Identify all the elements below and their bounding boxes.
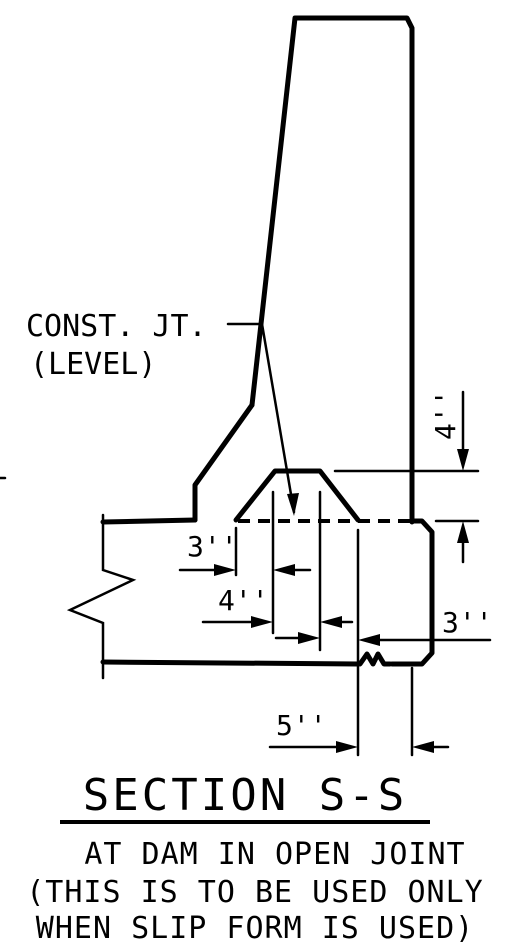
barrier-outline xyxy=(249,15,415,525)
dim4-bottom-arrow1 xyxy=(251,616,273,628)
dim4-right-arrow-bottom xyxy=(457,521,469,543)
dim4-right-arrow-top xyxy=(457,449,469,471)
dim-4-bottom-text: 4'' xyxy=(218,584,269,617)
break-line xyxy=(66,513,137,680)
dim4-bottom-arrow2 xyxy=(298,632,320,644)
dim-5-text: 5'' xyxy=(276,709,327,742)
dam-outline xyxy=(233,468,361,523)
barrier-lower-slope xyxy=(192,402,255,523)
subtitle-line-2: (THIS IS TO BE USED ONLY xyxy=(26,875,483,910)
subtitle-line-3: WHEN SLIP FORM IS USED) xyxy=(36,911,474,946)
slab-end-chamfer xyxy=(389,518,435,667)
dim-4-right-text: 4'' xyxy=(429,389,462,440)
const-jt-arrowhead xyxy=(287,493,299,516)
dim-3-right-text: 3'' xyxy=(442,606,493,639)
dim3-left-arrow1 xyxy=(214,564,236,576)
subtitle-line-1: AT DAM IN OPEN JOINT xyxy=(84,837,465,872)
dim5-arrow-left xyxy=(336,741,358,753)
dim3-right-arrow xyxy=(358,634,380,646)
slab-bottom xyxy=(100,659,361,667)
slab-top xyxy=(100,517,198,525)
section-title: SECTION S-S xyxy=(83,770,407,821)
dim4-bottom-arrow3 xyxy=(320,616,342,628)
const-jt-pointer xyxy=(260,322,296,514)
const-jt-label: CONST. JT. xyxy=(26,309,207,344)
level-label: (LEVEL) xyxy=(30,347,156,382)
dim3-left-arrow2 xyxy=(273,564,295,576)
dim-3-left-text: 3'' xyxy=(187,530,238,563)
open-joint-symbol xyxy=(357,651,393,667)
dim5-arrow-right xyxy=(412,741,434,753)
